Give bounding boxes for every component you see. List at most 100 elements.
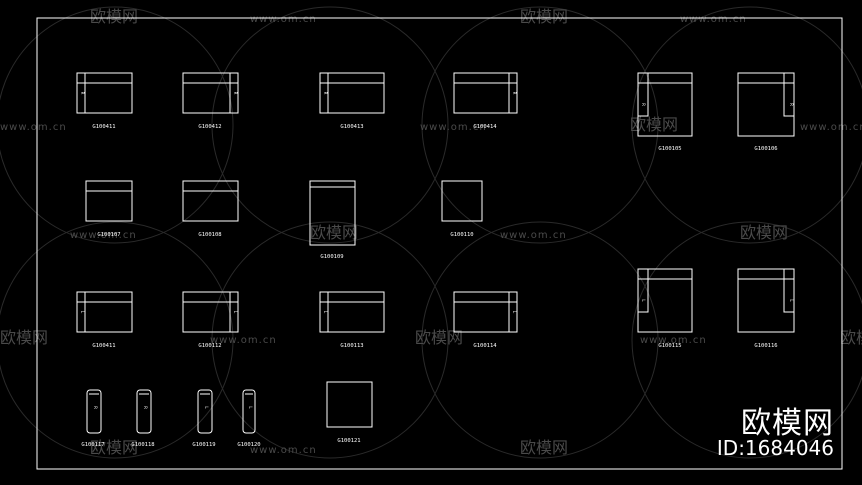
arm-rest: [229, 72, 239, 114]
watermark-brand-text: 欧模网: [740, 223, 788, 242]
block-code-label: G100119: [192, 442, 215, 448]
watermark-brand-text: 欧模网: [0, 328, 48, 347]
block-code-label: G100412: [198, 124, 221, 130]
block-code-label: G100120: [237, 442, 260, 448]
furniture-block-g100109: G100109: [309, 180, 356, 260]
watermark-arcs: [0, 6, 862, 459]
furniture-block-g100114: L G100114: [453, 291, 518, 349]
side-mark: R: [789, 103, 794, 106]
side-mark: L: [80, 311, 85, 314]
arm-rest: [508, 291, 518, 333]
seat-outline: [453, 72, 518, 114]
arm-rest: [319, 72, 329, 114]
block-code-label: G100118: [131, 442, 154, 448]
block-code-label: G100414: [473, 124, 497, 130]
back-rest: [737, 268, 795, 280]
side-back-rest: [783, 268, 795, 313]
seat-outline: [441, 180, 483, 222]
arm-rest: [76, 291, 86, 333]
watermark-brand-text: 欧模网: [310, 223, 358, 242]
arm-piece-outline: [86, 389, 102, 434]
furniture-block-g100411: R G100411: [76, 72, 133, 130]
seat-outline: [737, 268, 795, 333]
seat-outline: [85, 180, 133, 222]
block-code-label: G100413: [340, 124, 363, 130]
arm-rest: [229, 291, 239, 333]
arm-piece-outline: [242, 389, 256, 434]
watermark-brand-text: 欧模网: [520, 7, 568, 26]
side-mark: R: [80, 92, 85, 95]
block-code-label: G100105: [658, 146, 681, 152]
watermark-brand-large: 欧模网: [741, 406, 834, 441]
block-code-label: G100117: [81, 442, 104, 448]
watermark-texts: 欧模网欧模网欧模网欧模网欧模网欧模网欧模网欧模网欧模网欧模网www.om.cnw…: [0, 7, 862, 457]
furniture-block-g100108: G100108: [182, 180, 239, 238]
side-mark: L: [248, 406, 253, 409]
watermark-arc: [211, 6, 449, 244]
seat-outline: [326, 381, 373, 428]
watermark-site-text: www.om.cn: [640, 335, 707, 346]
block-code-label: G100411: [92, 124, 115, 130]
side-mark: L: [233, 311, 238, 314]
furniture-block-g100105: R G100105: [637, 72, 693, 152]
furniture-block-g100112: L G100112: [182, 291, 239, 349]
watermark-site-text: www.om.cn: [680, 14, 747, 25]
watermark-brand-text: 欧模网: [630, 115, 678, 134]
watermark-site-text: www.om.cn: [420, 122, 487, 133]
side-back-rest: [637, 72, 649, 117]
seat-outline: [182, 180, 239, 222]
watermark-brand-text: 欧模网: [90, 7, 138, 26]
side-mark: L: [323, 311, 328, 314]
arm-rest: [76, 72, 86, 114]
side-mark: R: [323, 92, 328, 95]
block-code-label: G100114: [473, 343, 497, 349]
block-code-label: G100112: [198, 343, 221, 349]
seat-outline: [309, 180, 356, 246]
watermark-arc: [631, 221, 862, 459]
seat-outline: [319, 72, 385, 114]
side-mark: R: [641, 103, 646, 106]
watermark-arc: [421, 221, 659, 459]
watermark-arc: [0, 221, 234, 459]
side-mark: L: [204, 406, 209, 409]
furniture-block-g100117: R G100117: [81, 389, 105, 448]
seat-outline: [737, 72, 795, 137]
seat-outline: [319, 291, 385, 333]
block-code-label: G100411: [92, 343, 115, 349]
watermark-arc: [631, 6, 862, 244]
furniture-block-g100118: R G100118: [131, 389, 155, 448]
furniture-block-g100106: R G100106: [737, 72, 795, 152]
watermark-id-label: ID:1684046: [716, 436, 834, 460]
side-mark: R: [143, 406, 148, 409]
block-code-label: G100108: [198, 232, 221, 238]
watermark-arc: [0, 6, 234, 244]
furniture-block-g100411: L G100411: [76, 291, 133, 349]
furniture-block-g100121: G100121: [326, 381, 373, 444]
furniture-block-g100412: R G100412: [182, 72, 239, 130]
side-mark: R: [93, 406, 98, 409]
side-mark: L: [512, 311, 517, 314]
side-mark: R: [233, 92, 238, 95]
furniture-block-g100107: G100107: [85, 180, 133, 238]
side-back-rest: [637, 268, 649, 313]
block-code-label: G100107: [97, 232, 120, 238]
watermark-brand-text: 欧模网: [520, 438, 568, 457]
side-mark: R: [512, 92, 517, 95]
back-rest: [737, 72, 795, 84]
watermark-site-text: www.om.cn: [250, 445, 317, 456]
block-code-label: G100106: [754, 146, 777, 152]
furniture-block-g100414: R G100414: [453, 72, 518, 130]
furniture-block-g100110: G100110: [441, 180, 483, 238]
block-code-label: G100115: [658, 343, 681, 349]
side-back-rest: [783, 72, 795, 117]
block-code-label: G100113: [340, 343, 363, 349]
watermark-brand-text: 欧模网: [840, 328, 862, 347]
furniture-block-g100113: L G100113: [319, 291, 385, 349]
watermark-site-text: www.om.cn: [500, 230, 567, 241]
arm-rest: [508, 72, 518, 114]
block-code-label: G100110: [450, 232, 473, 238]
watermark-site-text: www.om.cn: [800, 122, 862, 133]
watermark-site-text: www.om.cn: [70, 230, 137, 241]
